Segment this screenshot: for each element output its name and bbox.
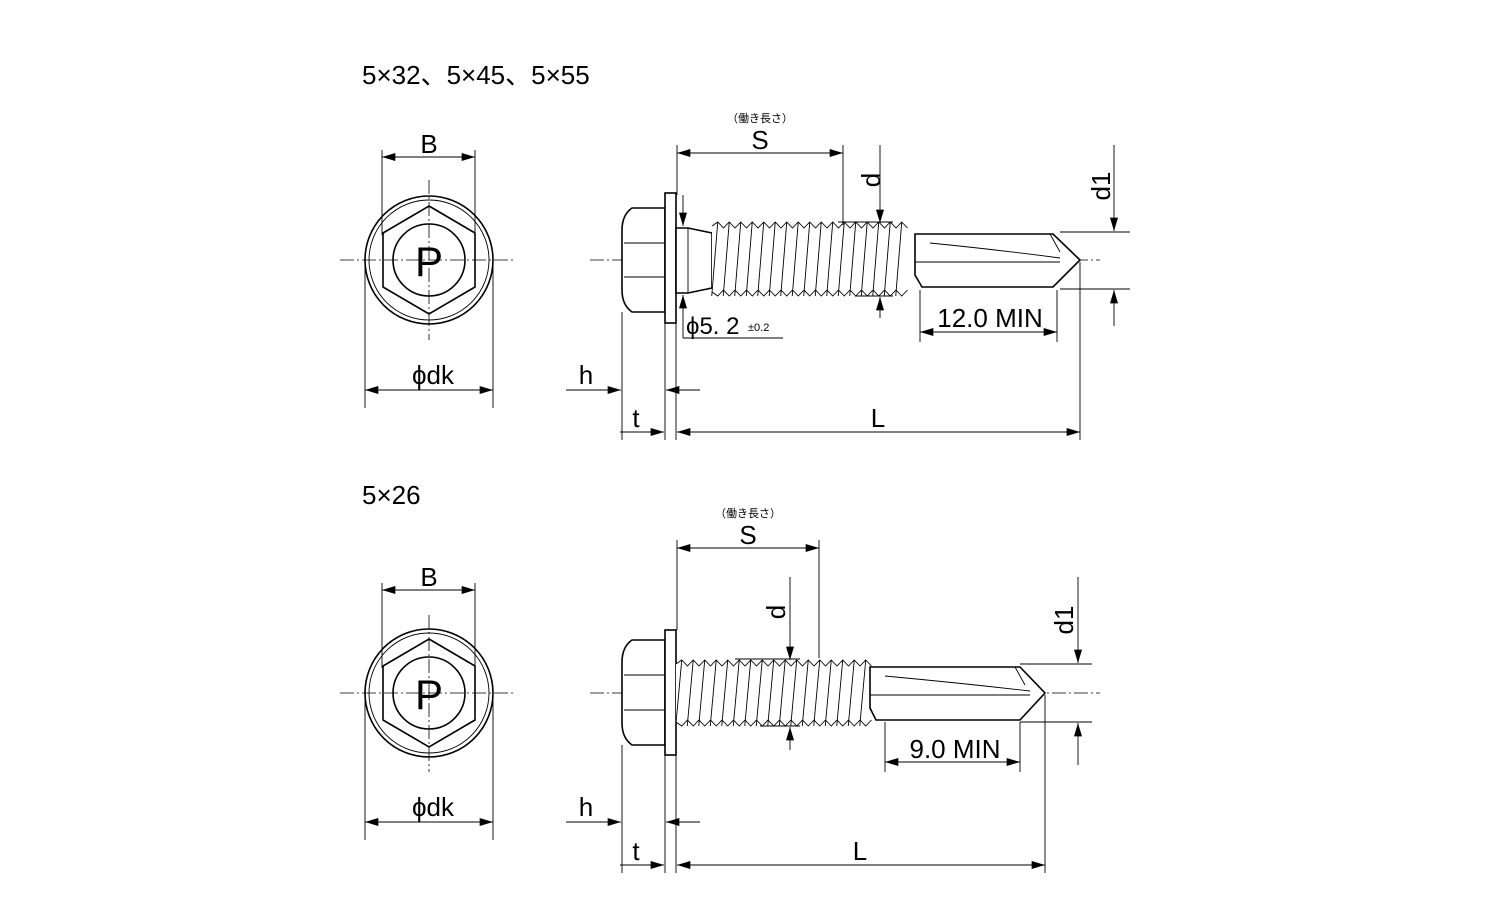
label-d: d [856,173,886,187]
label-l: L [871,403,885,433]
thread [675,659,872,727]
label-d: d [761,605,791,619]
front-view: P B ϕdk [340,562,515,840]
label-s: S [751,125,768,155]
drawing-title: 5×26 [362,480,421,510]
drill-point [869,666,1047,721]
thread [711,221,918,297]
working-length-note: （働き長さ） [715,507,781,520]
label-d1: d1 [1086,172,1116,201]
label-t: t [632,836,640,866]
side-view: （働き長さ） S d d1 9.0 MIN h t L [566,507,1100,873]
label-dk: ϕdk [412,360,455,390]
screw-head [621,207,666,313]
drill-point [914,233,1082,288]
side-view: （働き長さ） S d d1 12.0 MIN ϕ5. 2 ±0.2 [566,112,1130,440]
shank-tolerance: ±0.2 [748,322,769,334]
label-h: h [579,360,593,390]
front-view: P B ϕdk [340,129,515,408]
label-l: L [853,836,867,866]
label-t: t [632,403,640,433]
label-dk: ϕdk [412,792,455,822]
drawing-title: 5×32、5×45、5×55 [362,60,590,90]
head-mark: P [415,238,443,285]
label-b: B [420,129,437,159]
drill-length-label: 9.0 MIN [909,734,1000,764]
label-h: h [579,792,593,822]
drawing-5x26: 5×26 P B ϕdk [340,480,1100,873]
working-length-note: （働き長さ） [727,112,793,125]
drill-length-label: 12.0 MIN [937,303,1043,333]
label-d1: d1 [1049,606,1079,635]
drawing-5x32-45-55: 5×32、5×45、5×55 P B ϕdk [340,60,1130,440]
label-s: S [739,520,756,550]
washer [664,192,677,324]
head-mark: P [415,671,443,718]
shank-diameter: ϕ5. 2 [686,313,739,340]
label-b: B [420,562,437,592]
washer [664,629,677,756]
